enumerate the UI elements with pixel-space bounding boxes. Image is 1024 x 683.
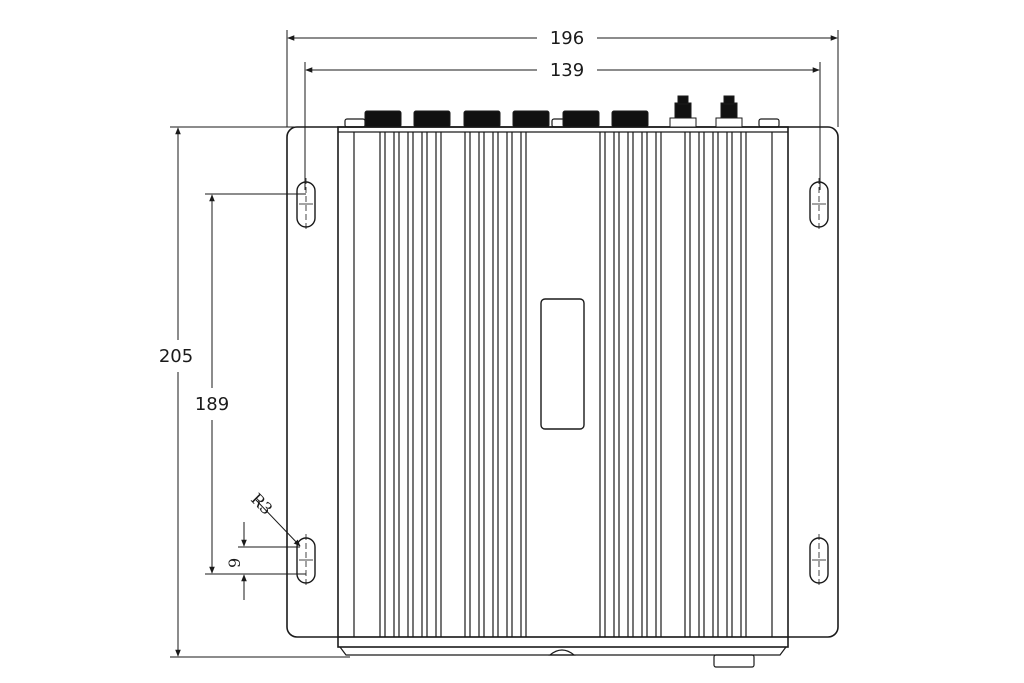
- connector-4: [512, 110, 550, 128]
- mounting-slot-bottom-right: [809, 534, 829, 588]
- mounting-slot-top-left: [296, 178, 316, 232]
- connector-1: [364, 110, 402, 128]
- antenna-connector-1: [669, 95, 697, 128]
- connector-6: [611, 110, 649, 128]
- bottom-foot: [713, 654, 755, 668]
- antenna-connector-2: [715, 95, 743, 128]
- connector-2: [413, 110, 451, 128]
- label-window: [540, 298, 585, 430]
- slot-length-label: 9: [225, 558, 244, 568]
- connector-5: [562, 110, 600, 128]
- fins-group-1: [379, 132, 442, 637]
- connector-3: [463, 110, 501, 128]
- mounting-slot-top-right: [809, 178, 829, 232]
- r3-leader: [255, 499, 301, 547]
- top-cap-left: [344, 118, 366, 128]
- dim-189-label: 189: [195, 394, 229, 415]
- dim-139-label: 139: [550, 60, 584, 81]
- dim-205-label: 205: [159, 346, 193, 367]
- base-edge: [339, 646, 787, 656]
- slot-radius-label: R3: [247, 489, 276, 518]
- fins-group-3: [599, 132, 662, 637]
- fins-group-4: [684, 132, 747, 637]
- mounting-plate: [286, 126, 839, 638]
- bottom-knob: [548, 649, 576, 656]
- mounting-slot-bottom-left: [296, 534, 316, 588]
- dim-196-label: 196: [550, 28, 584, 49]
- top-cap-right: [758, 118, 780, 128]
- enclosure-body: [337, 126, 789, 648]
- fins-group-2: [464, 132, 527, 637]
